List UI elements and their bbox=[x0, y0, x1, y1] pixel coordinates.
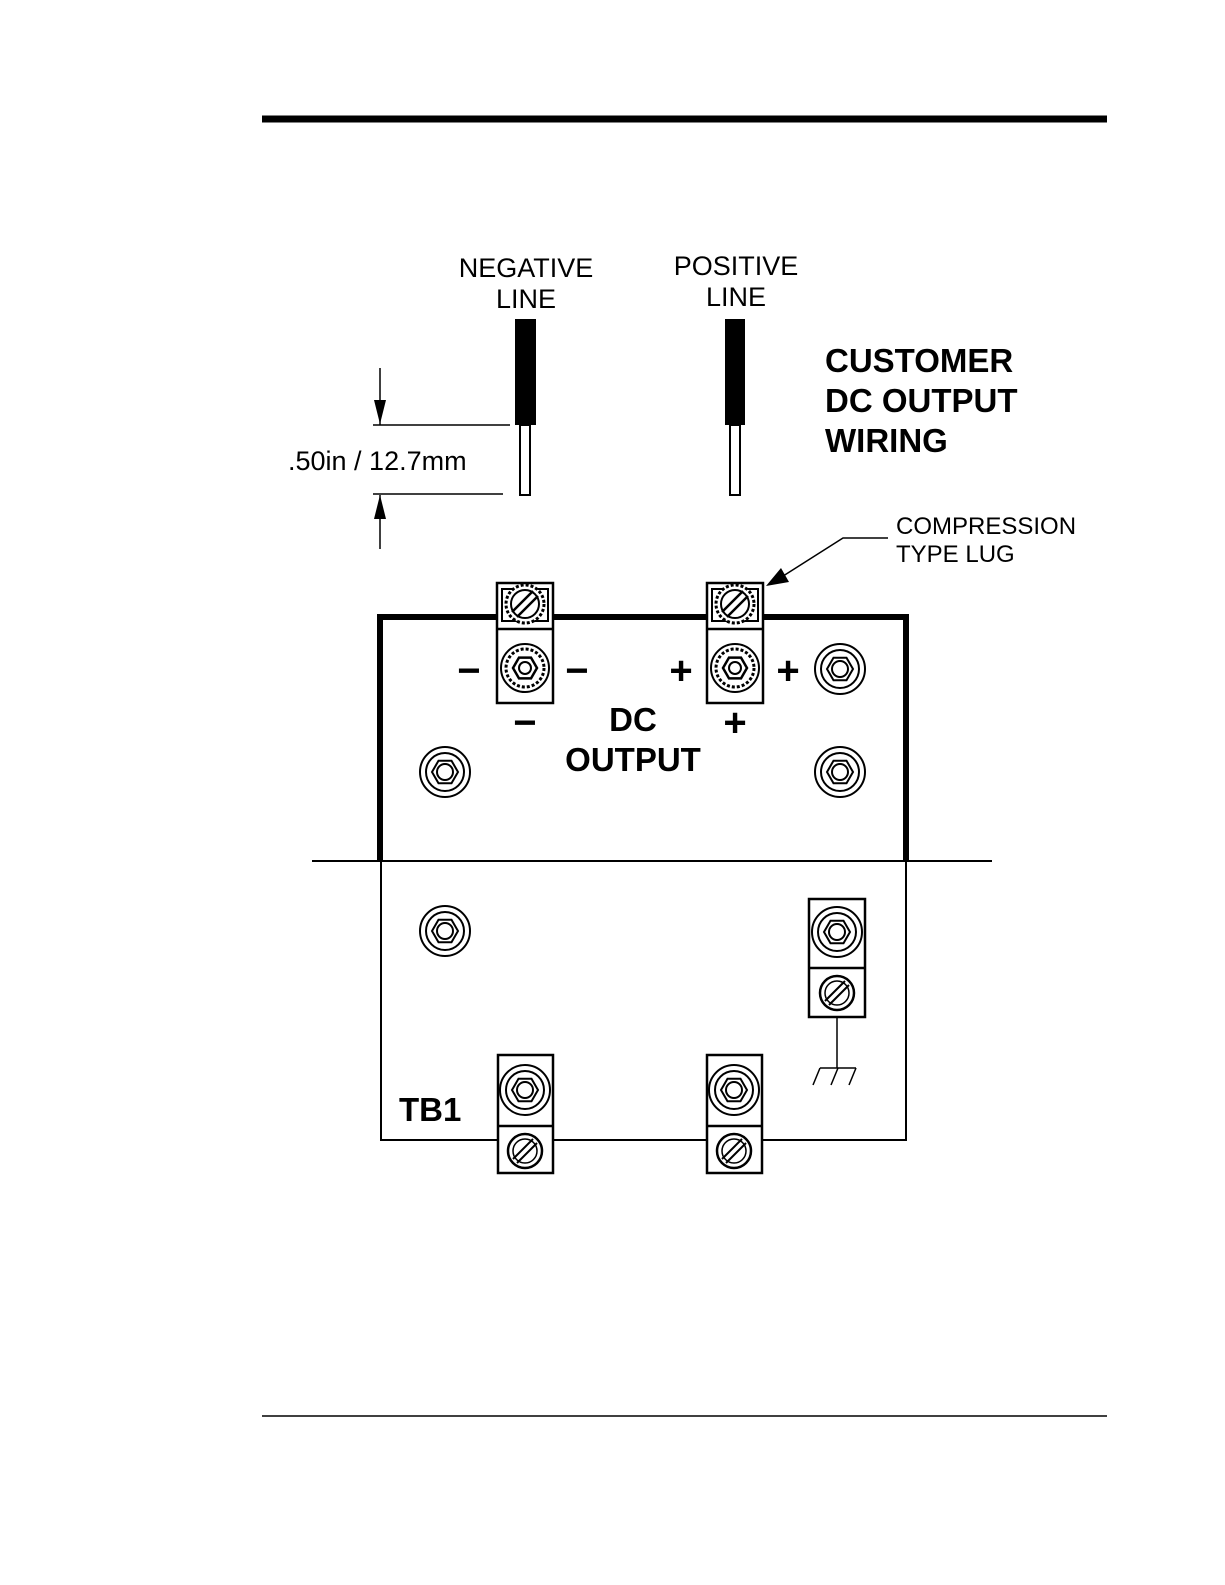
dc-output-label-1: DC bbox=[609, 701, 657, 738]
ground-icon bbox=[813, 1017, 856, 1085]
hex-stud-icon bbox=[420, 747, 470, 797]
minus-sign-right: − bbox=[565, 649, 588, 693]
positive-line-label-1: POSITIVE bbox=[674, 251, 799, 281]
dc-output-label-2: OUTPUT bbox=[565, 741, 701, 778]
lug-callout-label-2: TYPE LUG bbox=[896, 541, 1015, 568]
lug-leader bbox=[766, 538, 888, 586]
hex-stud-icon bbox=[420, 906, 470, 956]
title-line-3: WIRING bbox=[825, 422, 948, 459]
leader-arrow-icon bbox=[766, 568, 789, 586]
slotted-screw-icon bbox=[716, 585, 754, 623]
hex-stud-icon bbox=[709, 1065, 759, 1115]
positive-compression-lug bbox=[707, 583, 763, 703]
positive-wire bbox=[725, 319, 745, 495]
hex-stud-icon bbox=[501, 644, 549, 692]
tb1-label: TB1 bbox=[399, 1091, 461, 1128]
negative-compression-lug bbox=[497, 583, 553, 703]
lug-callout-label-1: COMPRESSION bbox=[896, 513, 1076, 540]
hex-stud-icon bbox=[812, 907, 862, 957]
plus-sign-left: + bbox=[669, 649, 692, 693]
hex-stud-icon bbox=[500, 1065, 550, 1115]
minus-sign-bottom: − bbox=[513, 701, 536, 745]
title-line-2: DC OUTPUT bbox=[825, 382, 1018, 419]
dimension-arrow-icon bbox=[374, 400, 386, 424]
ground-terminal bbox=[809, 899, 865, 1017]
dc-output-plate bbox=[312, 617, 992, 861]
plus-sign-right: + bbox=[776, 649, 799, 693]
dimension-arrow-icon bbox=[374, 495, 386, 519]
slotted-screw-icon bbox=[508, 1134, 542, 1168]
hex-stud-icon bbox=[711, 644, 759, 692]
slotted-screw-icon bbox=[506, 585, 544, 623]
negative-line-label-1: NEGATIVE bbox=[459, 253, 594, 283]
tb1-terminal-positive bbox=[707, 1055, 762, 1173]
negative-wire bbox=[515, 319, 536, 495]
slotted-screw-icon bbox=[717, 1134, 751, 1168]
hex-stud-icon bbox=[815, 644, 865, 694]
minus-sign-left: − bbox=[457, 649, 480, 693]
plus-sign-bottom: + bbox=[723, 701, 746, 745]
positive-line-label-2: LINE bbox=[706, 282, 766, 312]
slotted-screw-icon bbox=[820, 976, 854, 1010]
title-line-1: CUSTOMER bbox=[825, 342, 1013, 379]
hex-stud-icon bbox=[815, 747, 865, 797]
dimension-label: .50in / 12.7mm bbox=[288, 446, 467, 476]
negative-line-label-2: LINE bbox=[496, 284, 556, 314]
tb1-terminal-negative bbox=[498, 1055, 553, 1173]
